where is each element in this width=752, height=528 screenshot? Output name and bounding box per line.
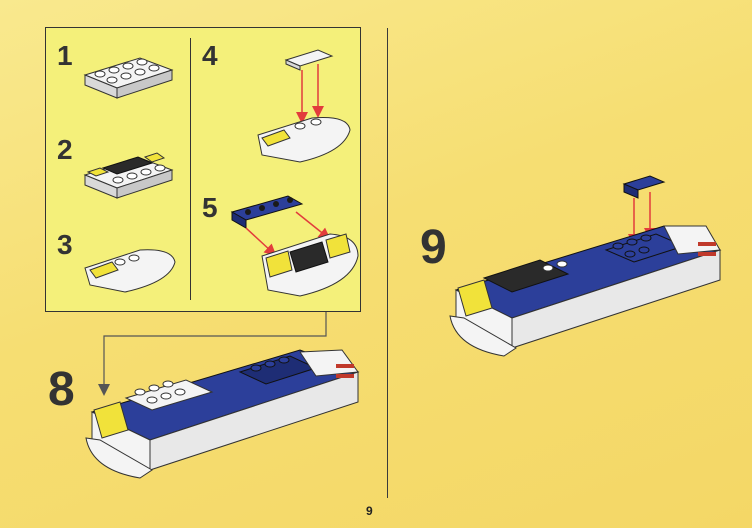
step8-car-assembly xyxy=(86,350,358,478)
step4-tile-assembly xyxy=(258,50,350,162)
step3-curved-piece xyxy=(85,250,175,292)
step5-bracket-assembly xyxy=(232,196,358,296)
step2-plate-assembly xyxy=(85,153,172,198)
step9-car-assembly xyxy=(450,176,720,356)
step1-white-plate xyxy=(85,58,172,98)
